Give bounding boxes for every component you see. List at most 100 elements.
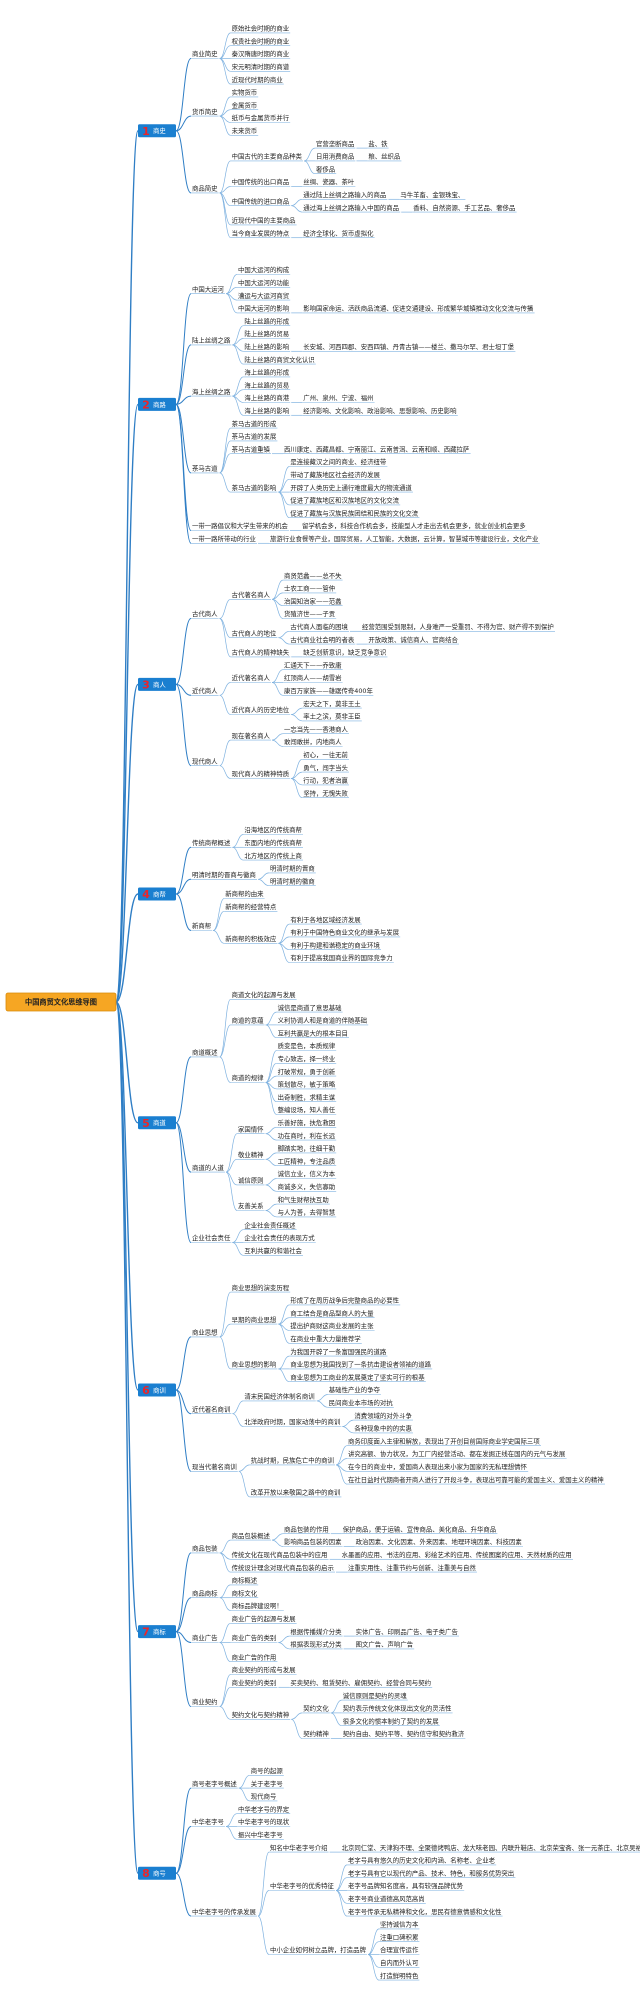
topic-node: 老字号传承无私精神和文化，思民有德意情感和文化性: [348, 1907, 502, 1916]
topic-node: 现代商号: [251, 1792, 277, 1801]
connector-line: [219, 1706, 231, 1720]
topic-node: 宏天之下，莫非王土: [303, 699, 361, 708]
connector-line: [232, 325, 244, 346]
topic-node: 茶马古道重镇: [232, 444, 271, 453]
connector-line: [219, 998, 231, 1058]
connector-line: [271, 682, 284, 696]
topic-node: 基础性产业的争夺: [329, 1385, 381, 1394]
connector-line: [271, 1539, 284, 1547]
connector-line: [219, 192, 231, 226]
topic-node: 老字号具有它以现代的产品、技术、特色，和服务优势突出: [348, 1868, 514, 1877]
connector-line: [265, 1178, 277, 1186]
topic-node: 东面内地的传统商帮: [244, 838, 302, 847]
topic-node: 义利协调人和是商道的伴随基础: [278, 1016, 367, 1025]
connector-line: [278, 466, 290, 493]
topic-node: 为我国开辟了一条富国强民的道路: [290, 1347, 386, 1356]
connector-line: [278, 1635, 290, 1643]
connector-line: [219, 45, 231, 59]
topic-node: 中华老字号的界定: [238, 1804, 290, 1813]
topic-node: 和气生财帮扶互助: [278, 1195, 329, 1204]
topic-node: 北方地区的传统上商: [244, 851, 302, 860]
topic-node: 工匠精神，专注品质: [278, 1156, 336, 1165]
connector-line: [291, 1712, 303, 1720]
connector-line: [278, 630, 290, 639]
topic-node: 北京同仁堂、天津狗不理、全聚德烤鸭店、龙大味老园、内联升鞋店、北京荣宝斋、张一元…: [342, 1843, 640, 1852]
topic-node: 有利于中国特色商业文化的继承与发展: [290, 928, 399, 937]
connector-line: [342, 1426, 354, 1434]
connector-line: [219, 1323, 231, 1338]
connector-line: [175, 115, 192, 132]
connector-line: [219, 453, 231, 474]
connector-line: [175, 618, 192, 685]
topic-node: 陆上丝路的形成: [244, 316, 289, 325]
topic-node: 古代商业社会明的者表: [290, 635, 355, 644]
topic-node: 商号的起源: [251, 1766, 284, 1775]
connector-line: [219, 1056, 231, 1083]
topic-node: 有利于构建和谐稳定的商业环境: [290, 940, 380, 949]
connector-line: [291, 778, 303, 799]
topic-node: 乐善好施，扶危救困: [278, 1118, 336, 1127]
topic-node: 茶马古道的影响: [232, 483, 277, 492]
topic-node: 新商帮的积极效应: [225, 934, 277, 943]
topic-node: 保护商品，便于运输、宣传商品、美化商品、升华商品: [343, 1524, 496, 1533]
connector-line: [219, 1674, 231, 1707]
chapter-node: [138, 677, 176, 691]
topic-node: 出奇制胜，求精主谋: [278, 1092, 336, 1101]
connector-lines: [115, 32, 640, 1981]
topic-node: 质变是色，本质规律: [278, 1041, 336, 1050]
topic-node: 整编设场，知人善任: [278, 1105, 336, 1114]
connector-line: [257, 1851, 270, 1917]
topic-node: 根据传播媒介分类: [290, 1627, 342, 1636]
connector-line: [232, 344, 244, 365]
topic-node: 北洋政府时期，国家动荡中的商训: [244, 1417, 340, 1426]
connector-line: [175, 403, 192, 474]
chapter-number: 1: [142, 125, 150, 138]
connector-line: [175, 1389, 192, 1472]
connector-line: [115, 893, 139, 1003]
topic-node: 促进了藏族地区和汉族地区的文化交流: [290, 496, 399, 505]
topic-node: 传统设计理念对现代商品包装的启示: [232, 1563, 335, 1572]
connector-line: [265, 1133, 277, 1141]
topic-node: 商业契约的类别: [232, 1678, 277, 1687]
connector-line: [238, 1787, 250, 1802]
chapter-label: 商史: [153, 126, 166, 135]
topic-node: 旅游行业食餐等产业，国际贸易，人工智能，大数据，云计算，智慧城市等建设行业，文化…: [270, 534, 539, 543]
topic-node: 康百万家族——雄踞传奇400年: [284, 686, 373, 695]
topic-node: 商品商标: [192, 1588, 218, 1597]
connector-line: [367, 1941, 380, 1955]
connector-line: [225, 1158, 238, 1173]
topic-node: 陆上丝路的商贸文化认识: [244, 355, 315, 364]
topic-node: 传统商帮概述: [192, 838, 231, 847]
connector-line: [219, 192, 231, 239]
topic-node: 诚信原则: [238, 1176, 264, 1185]
connector-line: [291, 198, 303, 207]
topic-node: 诚信立业，信义为本: [278, 1169, 336, 1178]
topic-node: 一带一路倡议和大学生带来的机会: [192, 521, 288, 530]
chapter-number: 6: [142, 1384, 150, 1397]
connector-line: [175, 893, 192, 931]
connector-line: [175, 58, 192, 132]
topic-node: 契约文化与契约精神: [232, 1710, 290, 1719]
connector-line: [265, 1082, 277, 1115]
topic-node: 奢侈品: [316, 164, 335, 173]
connector-line: [175, 1056, 192, 1124]
topic-node: 商道的人道: [192, 1163, 225, 1172]
connector-line: [219, 58, 231, 85]
topic-node: 近代商人的历史地位: [232, 705, 290, 714]
topic-node: 早期的商业思想: [232, 1315, 277, 1324]
connector-line: [271, 733, 284, 741]
topic-node: 近现代中国的主要商品: [232, 216, 296, 225]
connector-line: [219, 1686, 231, 1707]
topic-node: 中小企业如何树立品牌，打造品牌: [270, 1945, 366, 1954]
connector-line: [232, 1413, 244, 1427]
connector-line: [175, 1631, 192, 1643]
topic-node: 民间商业本市场的对抗: [329, 1398, 394, 1407]
chapter-node: [138, 397, 176, 411]
connector-line: [219, 618, 231, 639]
topic-node: 新商帮的经营特点: [225, 902, 277, 911]
topic-node: 商业契约的形成与发展: [232, 1665, 297, 1674]
topic-node: 现代商人: [192, 756, 218, 765]
topic-node: 注重实用性、注重节约与创新、注重美与自然: [348, 1563, 476, 1572]
topic-node: 政治因素、文化因素、外来因素、地理环境因素、科技因素: [356, 1537, 523, 1546]
chapter-number: 2: [142, 398, 150, 411]
